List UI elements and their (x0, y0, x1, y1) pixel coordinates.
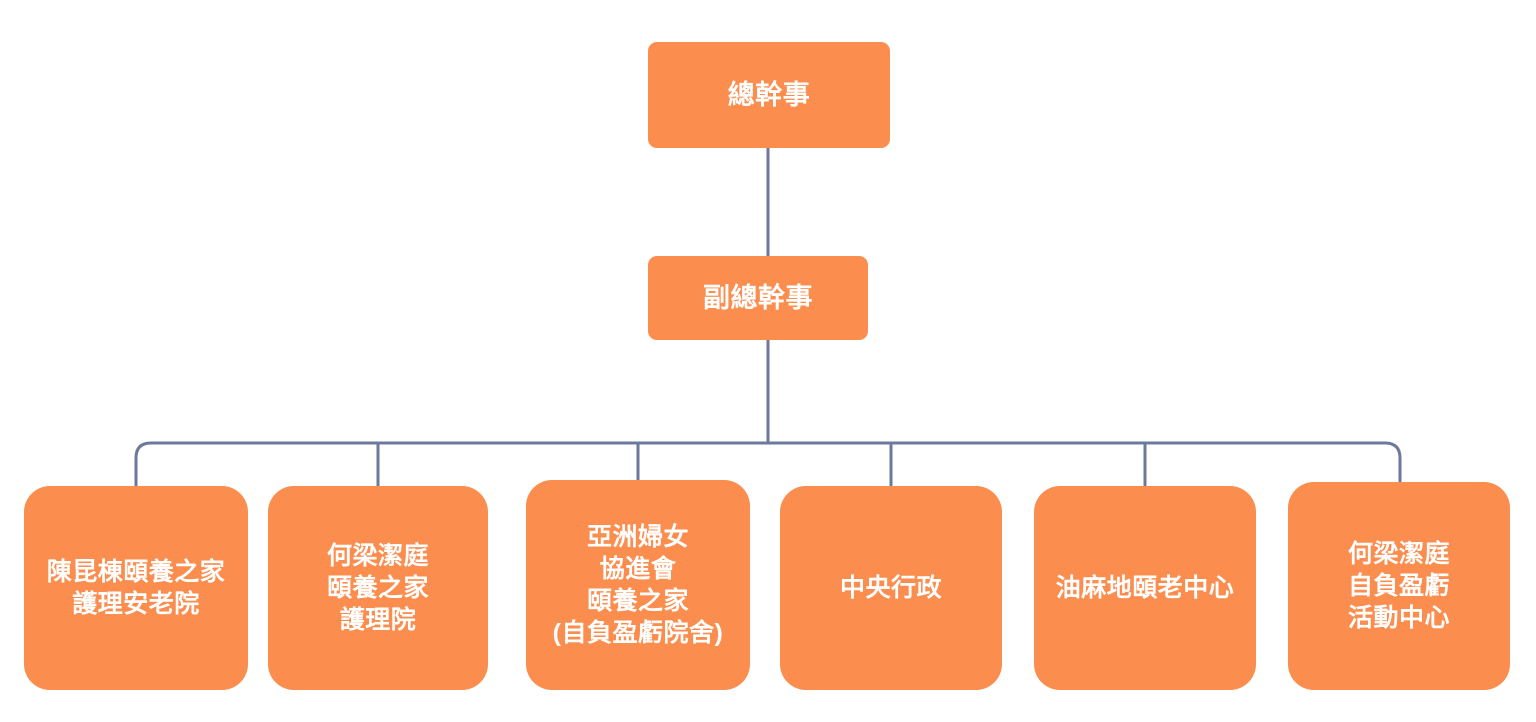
node-asian-womens-association-care-home[interactable]: 亞洲婦女 協進會 頤養之家 (自負盈虧院舍) (526, 480, 750, 690)
node-label: 中央行政 (839, 574, 942, 602)
node-general-manager[interactable]: 總幹事 (648, 42, 890, 148)
node-label: 總幹事 (727, 79, 811, 110)
node-label: 何梁潔庭 頤養之家 護理院 (326, 542, 429, 634)
node-label: 副總幹事 (703, 282, 813, 313)
node-label: 何梁潔庭 自負盈虧 活動中心 (1347, 540, 1450, 632)
node-deputy-general-manager[interactable]: 副總幹事 (648, 256, 868, 340)
node-chan-kwan-tung-care-home[interactable]: 陳昆棟頤養之家 護理安老院 (24, 486, 248, 690)
node-yau-ma-tei-elderly-centre[interactable]: 油麻地頤老中心 (1034, 486, 1256, 690)
node-label: 亞洲婦女 協進會 頤養之家 (自負盈虧院舍) (552, 523, 724, 647)
node-central-administration[interactable]: 中央行政 (780, 486, 1002, 690)
node-ho-leung-kit-ting-nursing-home[interactable]: 何梁潔庭 頤養之家 護理院 (268, 486, 488, 690)
bus-line (134, 441, 1402, 487)
node-ho-leung-kit-ting-activity-centre[interactable]: 何梁潔庭 自負盈虧 活動中心 (1288, 482, 1510, 690)
node-label: 陳昆棟頤養之家 護理安老院 (46, 558, 226, 618)
node-label: 油麻地頤老中心 (1055, 574, 1235, 602)
